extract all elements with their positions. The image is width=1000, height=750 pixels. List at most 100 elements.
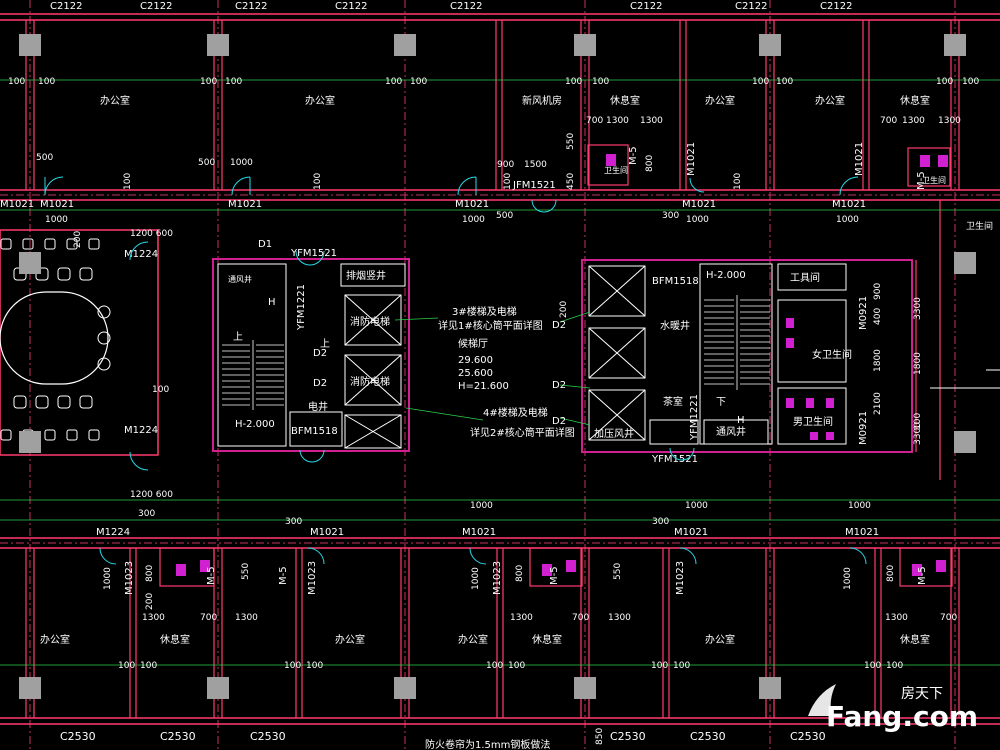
chair [0,429,12,441]
column [19,34,41,56]
dim-label: 100 [936,77,953,87]
dim-label: 100 [486,661,503,671]
chair [44,429,56,441]
dim-label: 1200 600 [130,490,173,500]
dim-label: 900 [873,283,883,300]
dim-label: 550 [613,563,623,580]
chair [66,238,78,250]
dim-label: 100 [410,77,427,87]
dim-label: 1300 [606,116,629,126]
room-label: 新风机房 [522,94,562,107]
column [954,252,976,274]
room-label: 办公室 [458,633,488,646]
window-tag-top: C2122 [735,1,767,12]
watermark-en: Fang.com [826,700,978,733]
dim-label: 1300 [608,613,631,623]
dim-label: 550 [566,133,576,150]
door-tags: M1021 M1021 M1021 M1021 JFM1521 M1021 M1… [0,180,879,538]
note-3-title: 3#楼梯及电梯 [452,305,517,318]
door-tag: M1224 [124,249,158,260]
dim-label: 100 [886,661,903,671]
dim-label: 100 [225,77,242,87]
dim-label: 100 [592,77,609,87]
dim-label: 100 [913,413,923,430]
room-label: 办公室 [705,633,735,646]
label-hall: 候梯厅 [458,337,488,350]
door-tag: M1021 [854,142,865,176]
dim-label: 100 [313,173,323,190]
dim-label: 550 [241,563,251,580]
dim-label: 800 [886,565,896,582]
label-h: H [268,297,276,308]
chair [97,357,111,371]
dim-label: 200 [145,593,155,610]
label-level: H-2.000 [235,419,275,430]
dim-label: 1300 [902,116,925,126]
dim-label: 100 [864,661,881,671]
window-tag-bottom: C2530 [60,730,96,743]
door-tag: M1021 [845,527,879,538]
column [207,34,229,56]
door-tag: M1021 [228,199,262,210]
dim-label: 100 [733,173,743,190]
column [944,34,966,56]
label-d2: D2 [552,320,566,331]
partition-walls-bottom [25,547,960,718]
label-d2: D2 [552,416,566,427]
column [394,677,416,699]
label-stair-up: 上 [233,331,243,343]
door-tag: YFM1521 [290,248,337,259]
dim-label: 1800 [873,349,883,372]
dim-label: 1300 [640,116,663,126]
dim-label: 450 [566,173,576,190]
door-tag: M1023 [124,561,135,595]
note-4-detail: 详见2#核心筒平面详图 [470,426,575,439]
room-label: 办公室 [815,94,845,107]
chair [88,429,100,441]
dim-label: 2100 [873,392,883,415]
dim-label: 300 [652,517,669,527]
core-1-outline [212,258,410,452]
room-label: 休息室 [532,633,562,646]
label-stair-down: 下 [716,397,726,408]
dim-label: 700 [940,613,957,623]
dim-label: 1000 [843,567,853,590]
door-tag: YFM1221 [296,284,307,331]
dim-label: 100 [776,77,793,87]
label-female-wc: 女卫生间 [812,348,852,361]
chair [0,238,12,250]
window-tags-bottom: C2530 C2530 C2530 C2530 C2530 C2530 [60,730,826,743]
door-tag: M1021 [462,527,496,538]
label-d2: D2 [313,348,327,359]
elevation: 29.600 [458,355,493,366]
dim-label: 200 [73,231,83,248]
window-tag-bottom: C2530 [610,730,646,743]
column [207,677,229,699]
door-tag: M0921 [858,296,869,330]
label-wc: 卫生间 [922,175,946,185]
structural-columns [19,34,976,699]
door-tag: M1023 [675,561,686,595]
watermark-cn: 房天下 [901,686,943,702]
column [759,34,781,56]
label-level: H-2.000 [706,270,746,281]
dim-label: 500 [198,158,215,168]
window-tag-top: C2122 [630,1,662,12]
door-tag: M-5 [549,566,560,585]
window-tag-top: C2122 [140,1,172,12]
chair [57,267,71,281]
dim-label: 100 [503,173,513,190]
dim-label: 800 [645,155,655,172]
label-elec-shaft: 电井 [308,400,328,413]
column [574,677,596,699]
door-tag: M1224 [96,527,130,538]
column [19,431,41,453]
dim-label: 100 [385,77,402,87]
door-tag: M1224 [124,425,158,436]
watermark: 房天下 Fang.com [802,676,982,736]
chair [97,305,111,319]
dim-label: 1500 [524,160,547,170]
chair [79,395,93,409]
